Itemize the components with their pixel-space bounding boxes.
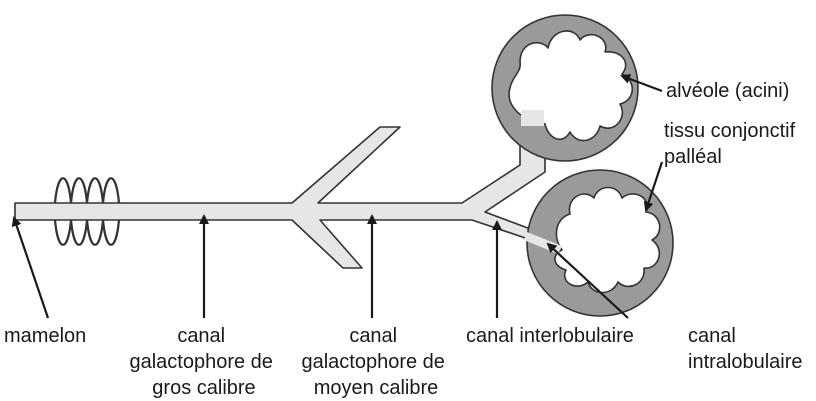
- label-mamelon: mamelon: [4, 325, 86, 347]
- lower-coil: [55, 220, 119, 245]
- upper-alveolus: [492, 15, 638, 161]
- label-interlobulaire: canal interlobulaire: [466, 325, 634, 347]
- main-duct-body: [15, 118, 560, 268]
- label-alveole: alvéole (acini): [666, 80, 789, 102]
- arrow-mamelon: [14, 218, 48, 318]
- upper-coil: [55, 178, 119, 203]
- upper-duct-entry: [521, 110, 544, 126]
- lower-alveolus: [524, 170, 673, 316]
- label-tissu: tissu conjonctif palléal: [664, 120, 801, 168]
- label-moyen-calibre: canal galactophore de moyen calibre: [301, 325, 450, 399]
- main-duct: [15, 118, 560, 268]
- label-gros-calibre: canal galactophore de gros calibre: [129, 325, 278, 399]
- labels: mamelon canal galactophore de gros calib…: [4, 80, 803, 399]
- label-intralobulaire: canal intralobulaire: [688, 325, 803, 373]
